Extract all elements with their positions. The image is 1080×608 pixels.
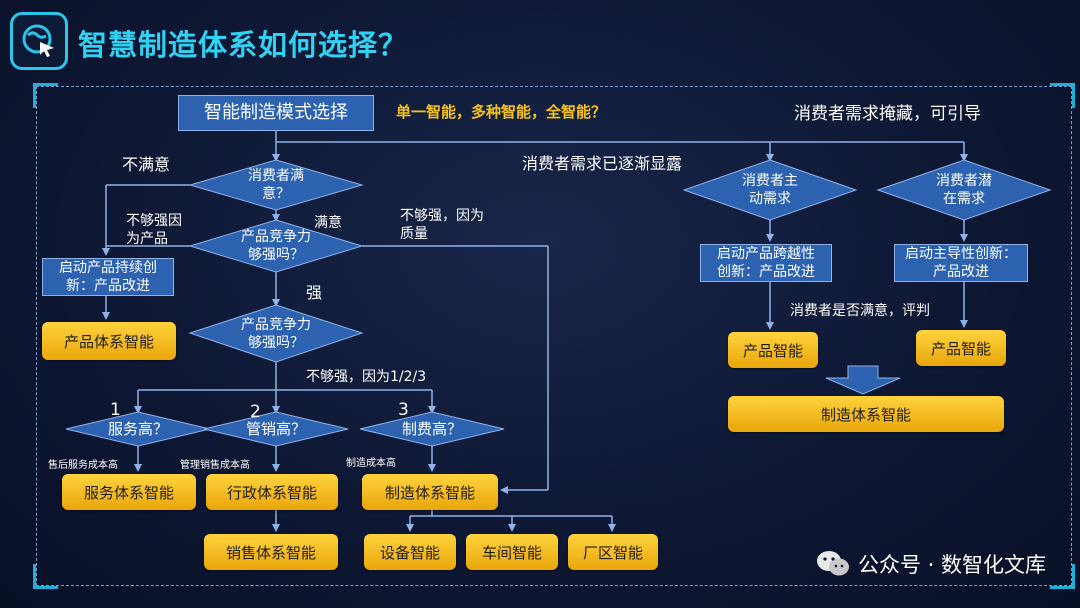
diamond-manufacturing	[359, 411, 505, 447]
judge-label: 消费者是否满意，评判	[790, 303, 930, 319]
step-number-3: 3	[398, 400, 409, 420]
diamond-marketing	[203, 411, 349, 447]
intelligence-question: 单一智能，多种智能，全智能？	[396, 103, 607, 121]
diamond-competitive-1	[188, 219, 364, 273]
globe-cursor-icon	[22, 24, 54, 57]
satisfied-label: 满意	[314, 215, 342, 231]
mfg-system-box: 制造体系智能	[362, 474, 498, 510]
not-strong-product-label: 不够强因 为产品	[126, 213, 182, 247]
hidden-needs-label: 消费者需求掩藏，可引导	[794, 104, 981, 124]
cost-mgmt-label: 管理销售成本高	[180, 460, 250, 471]
not-strong-quality-label: 不够强，因为 质量	[400, 208, 484, 242]
diamond-satisfied-text: 消费者满 意？	[248, 168, 304, 202]
mfg-system-box-right: 制造体系智能	[728, 396, 1004, 432]
improve-product-box: 启动产品持续创 新：产品改进	[42, 258, 174, 296]
diamond-marketing-text: 管销高？	[245, 420, 306, 438]
mode-select-box: 智能制造模式选择	[178, 95, 374, 131]
diamond-latent-need	[876, 159, 1052, 221]
not-satisfied-label: 不满意	[122, 155, 171, 174]
wechat-icon	[816, 551, 849, 576]
revealed-needs-label: 消费者需求已逐渐显露	[522, 154, 683, 173]
strong-label: 强	[306, 283, 323, 302]
logo	[10, 12, 68, 70]
step-number-1: 1	[110, 400, 121, 420]
step-number-2: 2	[250, 402, 261, 422]
big-down-arrow	[825, 365, 901, 395]
diamond-satisfied	[188, 159, 364, 211]
equipment-box: 设备智能	[364, 534, 456, 570]
diamond-active-need-text: 消费者主 动需求	[742, 173, 798, 207]
footer-watermark: 公众号 · 数智化文库	[816, 549, 1046, 579]
not-strong-123-label: 不够强，因为1/2/3	[306, 369, 427, 385]
diamond-competitive-2	[188, 304, 364, 363]
sales-system-box: 销售体系智能	[204, 534, 338, 570]
lead-innovation-box: 启动主导性创新： 产品改进	[894, 244, 1028, 282]
diamond-competitive-1-text: 产品竞争力 够强吗？	[241, 229, 311, 263]
factory-box: 厂区智能	[568, 534, 658, 570]
diamond-service	[65, 411, 211, 447]
cross-innovation-box: 启动产品跨越性 创新：产品改进	[700, 244, 832, 282]
workshop-box: 车间智能	[466, 534, 558, 570]
diamond-manufacturing-text: 制费高？	[401, 420, 462, 438]
cost-service-label: 售后服务成本高	[48, 460, 118, 471]
diamond-service-text: 服务高？	[107, 420, 168, 438]
footer-text: 公众号 · 数智化文库	[857, 553, 1046, 577]
page-title: 智慧制造体系如何选择？	[78, 28, 409, 62]
diamond-active-need	[682, 159, 858, 221]
product-intel-box-a: 产品智能	[728, 332, 818, 368]
cost-mfg-label: 制造成本高	[346, 458, 396, 469]
product-intel-box-b: 产品智能	[916, 330, 1006, 366]
product-system-box: 产品体系智能	[42, 322, 176, 360]
admin-system-box: 行政体系智能	[206, 474, 338, 510]
diamond-latent-need-text: 消费者潜 在需求	[936, 173, 992, 207]
diamond-competitive-2-text: 产品竞争力 够强吗？	[241, 316, 311, 351]
diagram-frame	[33, 83, 1075, 589]
service-system-box: 服务体系智能	[62, 474, 196, 510]
